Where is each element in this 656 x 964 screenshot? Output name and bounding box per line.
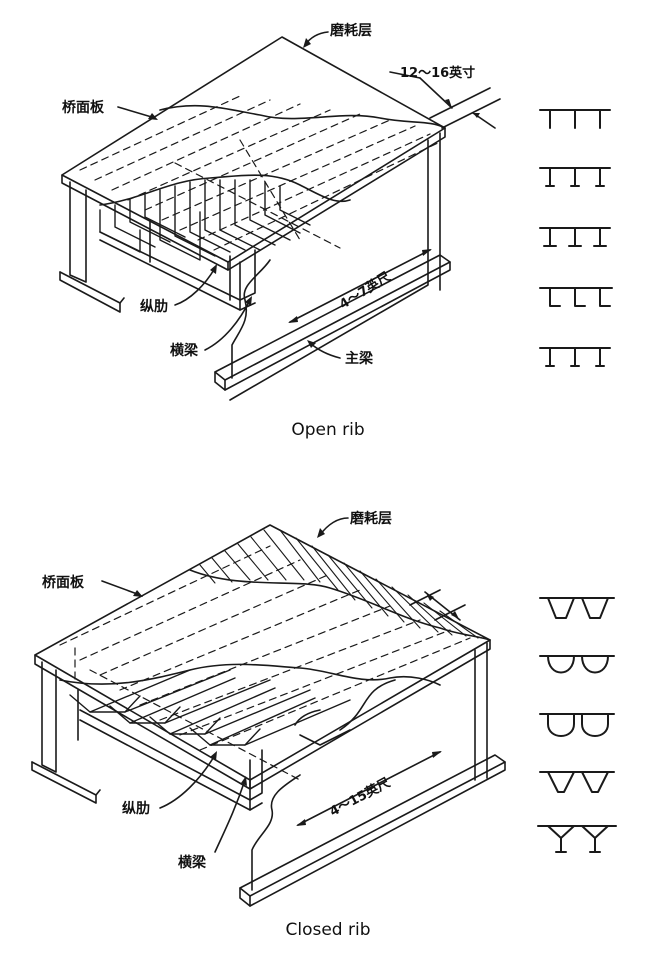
- open-cross-beam-label: 横梁: [170, 343, 198, 359]
- closed-deck-plate-outline: [34, 524, 491, 781]
- longitudinal-rib-leader: [174, 267, 216, 306]
- closed-cross-beam-leader: [214, 779, 246, 853]
- closed-cross-beam-label: 横梁: [178, 855, 206, 871]
- deck-plate-outline: [61, 36, 446, 263]
- wearing-layer-hatch: [199, 529, 479, 639]
- cross-beam-leader: [204, 299, 251, 351]
- tee-rib-icon: [539, 227, 611, 247]
- bulb-rib-icon: [539, 167, 611, 187]
- open-main-girder-label: 主梁: [345, 351, 373, 367]
- wearing-layer-edge: [159, 104, 446, 129]
- open-deck-plate-label: 桥面板: [62, 100, 104, 116]
- open-rib-spacing-label: 12～16英寸: [400, 66, 476, 81]
- angle-rib-icon: [539, 287, 613, 307]
- v-rib-icon: [539, 771, 615, 793]
- flat-rib-icon: [539, 109, 611, 129]
- open-rib-panel: 磨耗层 桥面板 12～16英寸 纵肋 横梁 主梁 4～7英尺 Open rib: [0, 0, 656, 460]
- closed-trapezoid-ribs: [69, 669, 351, 746]
- open-rib-drawing: [59, 31, 613, 401]
- beam-spacing-dimension: [288, 249, 432, 323]
- closed-beam-spacing-dimension: [296, 751, 442, 826]
- closed-left-main-girder: [31, 661, 101, 804]
- closed-right-main-girder: [239, 642, 506, 907]
- u-rib-icon: [539, 655, 615, 674]
- closed-longitudinal-rib-label: 纵肋: [122, 801, 150, 817]
- closed-wearing-layer-edge: [189, 569, 491, 641]
- closed-rib-spacing-dimension: [409, 589, 466, 621]
- closed-rib-panel: 磨耗层 桥面板 纵肋 横梁 4～15英尺 Closed rib: [0, 480, 656, 964]
- open-rib-caption: Open rib: [291, 420, 365, 440]
- open-longitudinal-rib-label: 纵肋: [140, 299, 168, 315]
- deck-plate-leader: [117, 106, 156, 119]
- closed-cross-beam: [79, 709, 351, 811]
- open-longitudinal-ribs: [99, 179, 311, 261]
- deck-cutaway-edge: [99, 174, 351, 206]
- closed-rib-caption: Closed rib: [285, 920, 371, 940]
- closed-deck-cutaway-edge: [59, 663, 441, 686]
- tee-rib-icon-2: [539, 347, 611, 367]
- closed-wearing-layer-leader: [319, 517, 349, 536]
- open-wearing-layer-label: 磨耗层: [330, 23, 372, 39]
- closed-rib-drawing: [31, 517, 617, 907]
- cross-beam: [99, 219, 256, 311]
- u-rib-icon-2: [539, 713, 615, 737]
- closed-deck-plate-leader: [101, 580, 141, 596]
- closed-longitudinal-rib-leader: [159, 754, 216, 809]
- closed-wearing-layer-label: 磨耗层: [350, 511, 392, 527]
- left-main-girder: [59, 181, 125, 313]
- y-rib-icon: [537, 825, 617, 853]
- deck-dashed-lines: [79, 95, 441, 251]
- right-main-girder: [214, 132, 451, 401]
- closed-deck-dashed-lines: [59, 545, 471, 781]
- rib-spacing-dimension: [389, 71, 501, 129]
- trapezoid-rib-icon: [539, 597, 615, 619]
- closed-deck-plate-label: 桥面板: [42, 575, 84, 591]
